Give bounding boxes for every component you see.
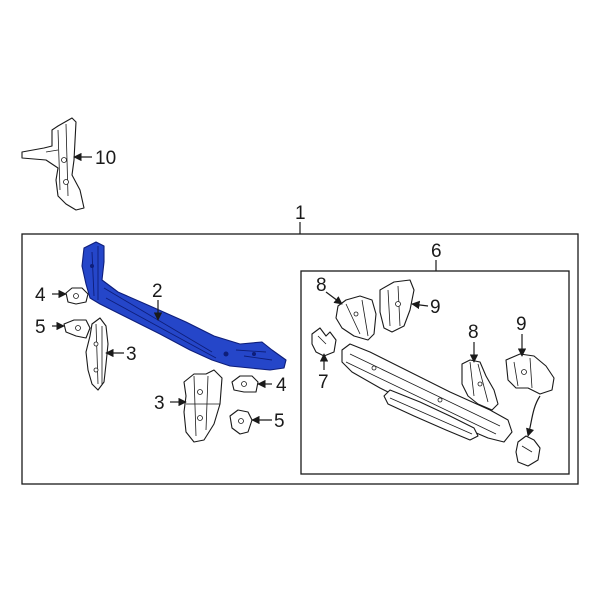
part-4-bracket-left[interactable] xyxy=(65,287,89,305)
part-7-hook-lower[interactable] xyxy=(515,435,541,467)
leader-lines xyxy=(52,152,541,437)
callout-4-center: 4 xyxy=(276,375,287,396)
lower-support-beam[interactable] xyxy=(341,343,513,443)
callout-5-left: 5 xyxy=(35,317,46,338)
part-4-bracket-center[interactable] xyxy=(231,375,259,393)
callout-5-center: 5 xyxy=(274,411,285,432)
callout-1: 1 xyxy=(295,203,306,224)
callout-6: 6 xyxy=(431,241,442,262)
part-2-upper-support[interactable] xyxy=(81,241,287,371)
assembly-box-inner xyxy=(300,270,570,475)
callout-3-left: 3 xyxy=(126,344,137,365)
callout-4-left: 4 xyxy=(35,285,46,306)
part-8-bracket-upper[interactable] xyxy=(335,295,377,341)
part-9-bracket-upper[interactable] xyxy=(379,279,415,333)
part-8-bracket-lower[interactable] xyxy=(461,359,499,411)
part-3-side-support-center[interactable] xyxy=(183,369,223,443)
lower-secondary-bar[interactable] xyxy=(383,389,479,441)
part-9-bracket-lower[interactable] xyxy=(505,353,555,395)
part-5-bracket-left[interactable] xyxy=(63,319,91,339)
part-3-side-support-left[interactable] xyxy=(85,317,109,391)
callout-8-upper: 8 xyxy=(316,275,327,296)
callout-10: 10 xyxy=(95,148,116,169)
callout-9-lower: 9 xyxy=(516,314,527,335)
part-10-bracket[interactable] xyxy=(21,117,85,211)
callout-8-lower: 8 xyxy=(468,322,479,343)
callout-7: 7 xyxy=(318,372,329,393)
callout-2: 2 xyxy=(152,281,163,302)
part-5-bracket-center[interactable] xyxy=(229,409,253,435)
callout-3-center: 3 xyxy=(154,393,165,414)
part-7-clip[interactable] xyxy=(311,327,337,357)
callout-9-upper: 9 xyxy=(430,297,441,318)
